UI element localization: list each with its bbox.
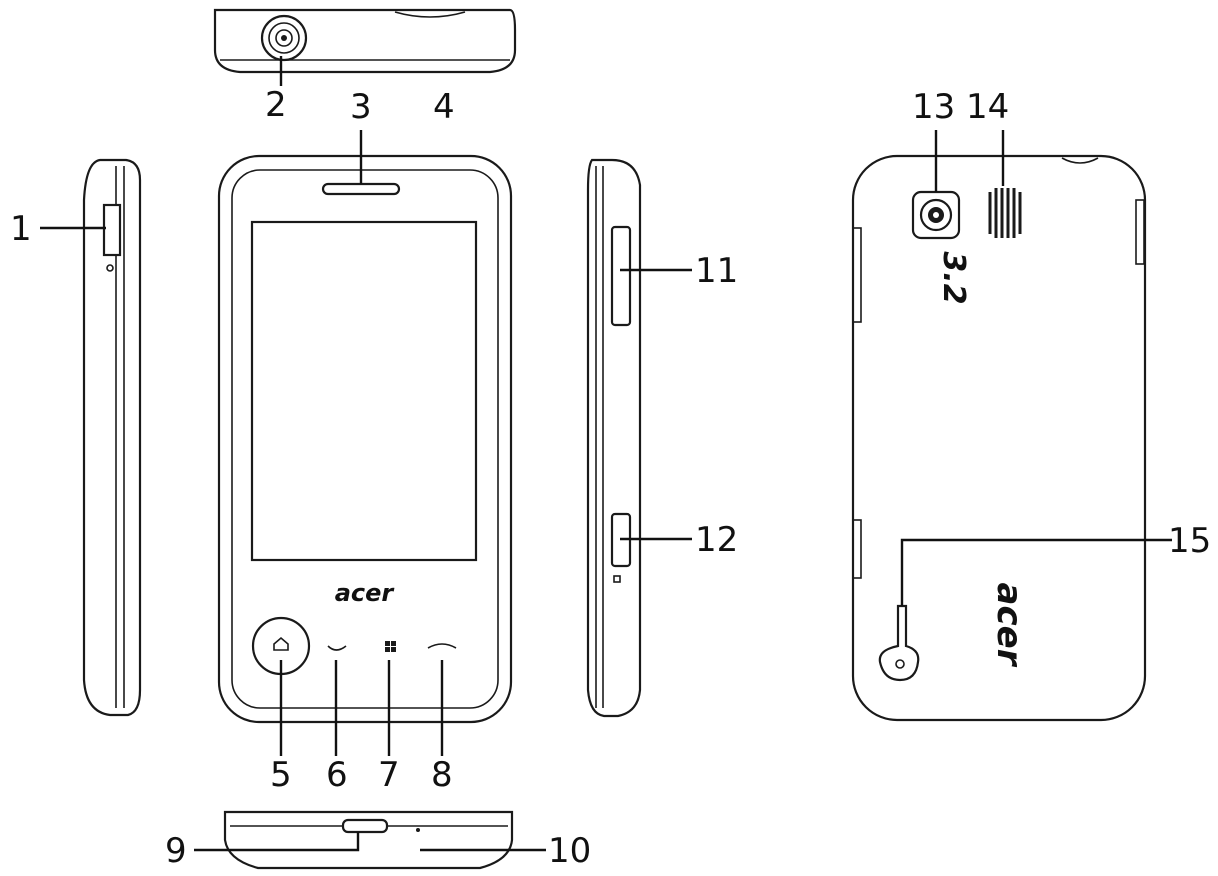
usb-port [341, 818, 389, 834]
home-icon [273, 636, 289, 651]
earpiece-speaker [321, 182, 401, 196]
phone-icon [327, 645, 347, 651]
acer-logo-front: acer [335, 579, 396, 607]
callout-2: 2 [265, 85, 287, 125]
callout-9: 9 [165, 831, 187, 871]
back-view: 3.2 acer [851, 130, 1172, 722]
callout-6: 6 [326, 755, 348, 795]
callout-5: 5 [270, 755, 292, 795]
callout-10: 10 [548, 831, 591, 871]
headphone-jack-icon [260, 14, 308, 62]
callout-3: 3 [350, 87, 372, 127]
acer-logo-back: acer [989, 583, 1029, 668]
bottom-view [194, 810, 546, 870]
speaker-grille-icon [988, 188, 1022, 238]
callout-15: 15 [1168, 521, 1211, 561]
end-call-icon [427, 643, 457, 649]
callout-1: 1 [10, 209, 32, 249]
front-view: acer [217, 130, 513, 756]
top-view [213, 8, 517, 86]
callout-4: 4 [433, 87, 455, 127]
strap-hole-icon [878, 604, 920, 682]
touchscreen [250, 220, 478, 562]
microphone-hole [416, 828, 420, 832]
windows-icon [385, 641, 396, 652]
callout-11: 11 [695, 251, 738, 291]
callout-7: 7 [378, 755, 400, 795]
callout-12: 12 [695, 520, 738, 560]
camera-megapixel-label: 3.2 [936, 251, 971, 304]
callout-8: 8 [431, 755, 453, 795]
volume-key [610, 225, 632, 327]
callout-14: 14 [966, 87, 1009, 127]
callout-13: 13 [912, 87, 955, 127]
camera-lens-icon [911, 190, 961, 240]
power-button [102, 203, 122, 257]
right-side-view [586, 158, 692, 718]
left-side-view [40, 158, 142, 717]
